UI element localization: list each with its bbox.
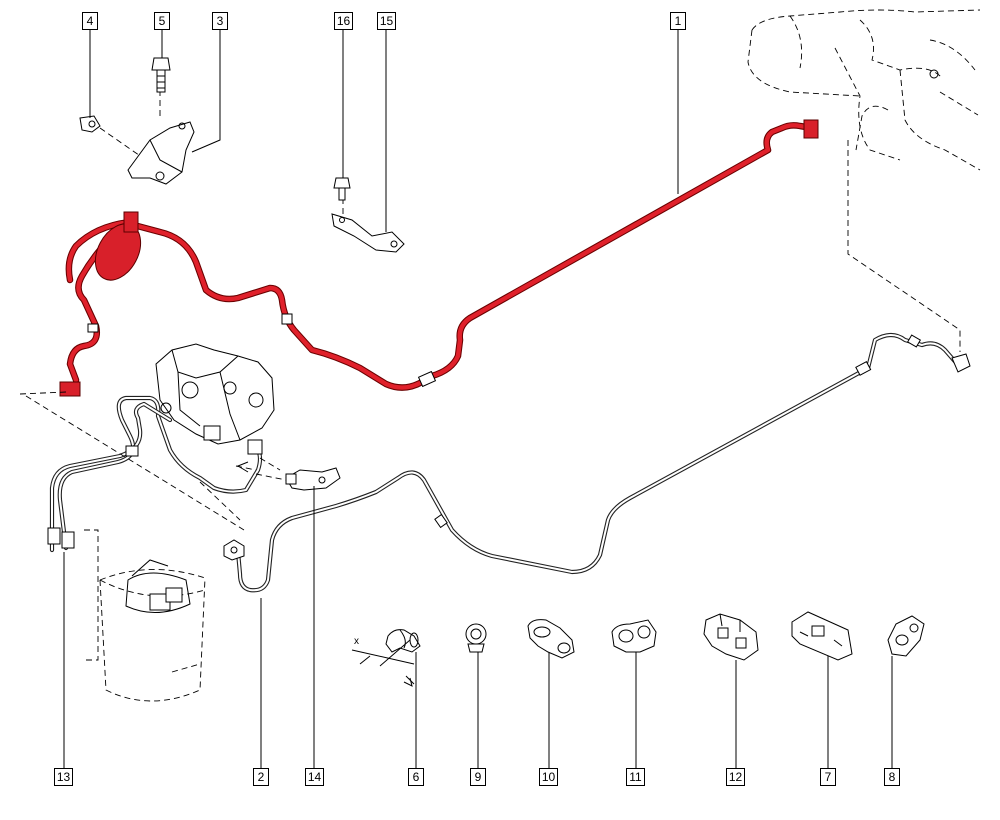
fuel-supply-pipe-1-highlighted [59,119,819,397]
fuel-return-pipe-2 [235,332,961,593]
callout-9: 9 [470,768,486,786]
axis-label-x: x [354,636,359,647]
bolt-5 [151,57,171,93]
connector-2 [223,539,245,561]
leader-lines [63,28,893,768]
axis-indicator-x [351,639,415,687]
clip-9 [465,623,487,653]
bracket-15 [331,213,405,253]
callout-3: 3 [212,12,228,30]
fuel-feed-pipe-13 [47,395,263,553]
clip-4 [79,115,101,133]
callout-1: 1 [670,12,686,30]
callout-12: 12 [726,768,745,786]
clip-11 [611,619,657,653]
callout-5: 5 [154,12,170,30]
callout-13: 13 [54,768,73,786]
fuel-filter-outline [84,529,206,702]
engine-block-outline [747,9,981,171]
callout-6: 6 [408,768,424,786]
callout-15: 15 [377,12,396,30]
callout-11: 11 [626,768,645,786]
callout-8: 8 [884,768,900,786]
pipe-end-connector [951,353,971,373]
clip-8 [887,615,925,657]
clip-12 [703,613,759,661]
injection-pump [155,343,281,471]
bracket-14 [285,467,341,491]
callout-10: 10 [539,768,558,786]
bolt-16 [333,177,351,201]
bracket-3 [127,121,195,185]
callout-14: 14 [305,768,324,786]
callout-16: 16 [334,12,353,30]
clip-6 [385,629,421,653]
callout-7: 7 [820,768,836,786]
clip-7 [791,611,853,661]
clip-10 [527,619,575,659]
callout-4: 4 [82,12,98,30]
guide-lines [19,90,961,531]
callout-2: 2 [253,768,269,786]
